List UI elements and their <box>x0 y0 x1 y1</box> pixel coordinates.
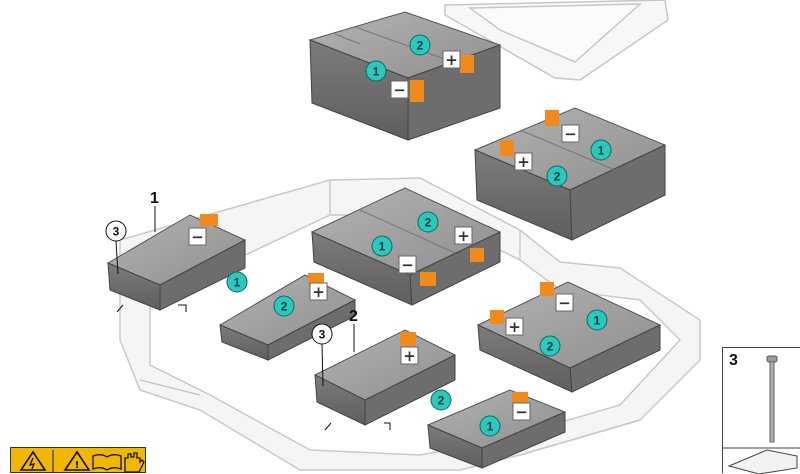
badge-two: 2 <box>273 295 295 317</box>
bracket-marks <box>116 304 391 431</box>
terminal-icon <box>410 80 424 102</box>
minus-terminal-icon: − <box>188 227 207 246</box>
warning-triangle-icon <box>19 450 47 471</box>
svg-text:+: + <box>403 347 416 365</box>
module-top <box>308 11 502 141</box>
svg-text:2: 2 <box>349 308 358 325</box>
module-right-lower <box>476 281 662 393</box>
svg-text:2: 2 <box>547 340 554 354</box>
svg-text:−: − <box>401 256 414 274</box>
plus-terminal-icon: + <box>514 152 533 171</box>
book-icon <box>92 454 122 471</box>
svg-text:2: 2 <box>438 394 445 408</box>
plus-markers: + + + + + + <box>309 50 533 365</box>
plus-terminal-icon: + <box>505 317 524 336</box>
badge-one: 1 <box>590 139 612 161</box>
svg-text:3: 3 <box>319 328 326 342</box>
svg-text:1: 1 <box>150 190 159 207</box>
badge-one: 1 <box>586 309 608 331</box>
minus-terminal-icon: − <box>555 293 574 312</box>
svg-text:+: + <box>457 227 470 245</box>
plus-terminal-icon: + <box>309 282 328 301</box>
terminal-icon <box>540 282 554 296</box>
legend-part-number: 3 <box>729 352 738 369</box>
badge-one: 1 <box>365 60 387 82</box>
badge-one: 1 <box>226 271 248 293</box>
svg-text:2: 2 <box>554 170 561 184</box>
svg-text:+: + <box>517 153 530 171</box>
minus-terminal-icon: − <box>398 255 417 274</box>
badge-one: 1 <box>479 415 501 437</box>
plus-terminal-icon: + <box>442 50 461 69</box>
svg-text:2: 2 <box>425 216 432 230</box>
callout-part-3-left: 3 <box>105 220 127 275</box>
svg-text:!: ! <box>75 460 80 471</box>
badge-two: 2 <box>409 34 431 56</box>
svg-text:−: − <box>515 403 528 421</box>
svg-text:1: 1 <box>598 144 605 158</box>
terminal-icon <box>470 248 484 262</box>
terminal-icon <box>512 392 528 404</box>
terminal-icon <box>500 140 514 156</box>
badge-two: 2 <box>539 335 561 357</box>
high-voltage-icon: ! <box>63 450 91 471</box>
minus-terminal-icon: − <box>561 124 580 143</box>
svg-text:3: 3 <box>113 225 120 239</box>
svg-text:1: 1 <box>234 276 241 290</box>
badge-two: 2 <box>417 211 439 233</box>
svg-text:−: − <box>393 81 406 99</box>
terminal-icon <box>420 272 436 286</box>
svg-text:2: 2 <box>417 39 424 53</box>
minus-terminal-icon: − <box>512 402 531 421</box>
svg-text:1: 1 <box>594 314 601 328</box>
module-mid <box>313 329 457 426</box>
top-cover <box>444 0 669 81</box>
minus-markers: − − − − − − <box>188 80 580 421</box>
callout-part-2: 2 <box>349 308 358 352</box>
svg-text:−: − <box>191 228 204 246</box>
svg-text:1: 1 <box>373 65 380 79</box>
module-center <box>310 187 502 306</box>
minus-terminal-icon: − <box>390 80 409 99</box>
svg-text:+: + <box>445 51 458 69</box>
callout-part-1: 1 <box>150 190 159 232</box>
terminal-icon <box>490 310 504 324</box>
terminal-icon <box>308 273 324 285</box>
svg-text:1: 1 <box>379 240 386 254</box>
badges-one: 1 1 1 1 1 1 <box>226 60 612 437</box>
terminal-icon <box>460 55 474 73</box>
washer-part-icon <box>727 449 798 474</box>
terminal-icon <box>400 332 416 346</box>
terminal-icon <box>200 214 218 226</box>
warning-strip: ! <box>10 447 146 473</box>
bolt-part-icon <box>723 355 800 474</box>
svg-text:−: − <box>558 294 571 312</box>
glove-icon <box>124 452 145 473</box>
parts-legend: 3 <box>722 347 800 474</box>
svg-text:+: + <box>312 283 325 301</box>
badge-one: 1 <box>371 235 393 257</box>
badges-two: 2 2 2 2 2 2 <box>273 34 568 411</box>
terminal-icon <box>545 110 559 126</box>
badge-two: 2 <box>546 165 568 187</box>
svg-text:+: + <box>508 318 521 336</box>
module-left <box>106 214 247 311</box>
plus-terminal-icon: + <box>400 346 419 365</box>
callout-part-3-mid: 3 <box>311 323 333 387</box>
plus-terminal-icon: + <box>454 226 473 245</box>
svg-text:−: − <box>564 125 577 143</box>
badge-two: 2 <box>430 389 452 411</box>
svg-text:2: 2 <box>281 300 288 314</box>
svg-text:1: 1 <box>487 420 494 434</box>
